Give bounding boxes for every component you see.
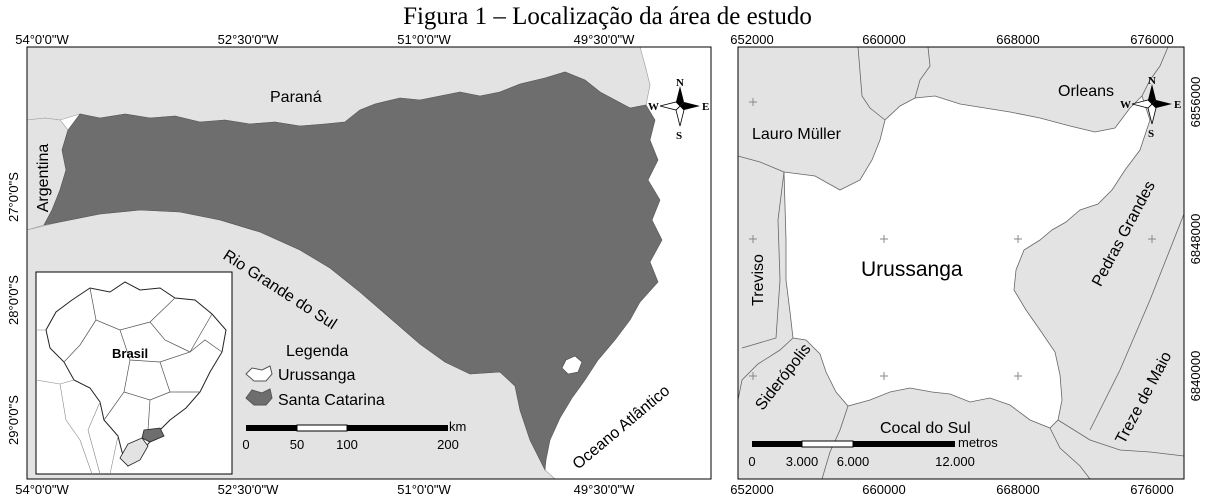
- legend-urussanga-swatch: [245, 365, 273, 382]
- right-northing-tick-1: 6856000: [1188, 77, 1203, 128]
- left-scale-bar: km 0 50 100 200: [242, 419, 466, 452]
- left-map: Paraná Argentina Rio Grande do Sul Ocean…: [6, 32, 712, 497]
- right-top-tick-1: 652000: [730, 32, 773, 47]
- legend-santa-catarina-swatch: [245, 388, 273, 406]
- left-top-tick-3: 51°0'0"W: [397, 32, 451, 47]
- right-bottom-tick-1: 652000: [730, 482, 773, 497]
- grid-cross: [1014, 235, 1022, 243]
- left-bottom-tick-4: 49°30'0"W: [574, 482, 635, 497]
- left-compass: N S W E: [648, 77, 709, 142]
- scale-unit: metros: [958, 435, 998, 450]
- label-argentina: Argentina: [35, 144, 52, 213]
- right-bottom-tick-3: 668000: [996, 482, 1039, 497]
- brazil-inset: Brasil: [35, 271, 233, 475]
- compass-e-letter: E: [702, 101, 709, 113]
- figure-title: Figura 1 – Localização da área de estudo: [403, 3, 812, 30]
- left-lat-tick-2: 28°0'0"S: [6, 275, 21, 325]
- scale-unit: km: [449, 419, 466, 434]
- grid-cross: [749, 98, 757, 106]
- grid-cross: [749, 235, 757, 243]
- left-top-tick-1: 54°0'0"W: [15, 32, 69, 47]
- inset-santa-catarina-highlight: [141, 427, 165, 443]
- scale-seg-2: [296, 424, 348, 432]
- compass-w-letter: W: [648, 101, 659, 113]
- left-top-tick-4: 49°30'0"W: [574, 32, 635, 47]
- left-bottom-tick-1: 54°0'0"W: [15, 482, 69, 497]
- compass-n-letter: N: [676, 77, 684, 89]
- right-northing-tick-3: 6840000: [1188, 351, 1203, 402]
- municipal-boundaries: [737, 46, 1185, 480]
- left-lat-tick-3: 29°0'0"S: [6, 395, 21, 445]
- grid-cross: [1014, 372, 1022, 380]
- compass-w-letter: W: [1120, 99, 1131, 111]
- label-parana: Paraná: [270, 89, 322, 106]
- right-map: Orleans Lauro Müller Urussanga Treviso P…: [730, 32, 1203, 497]
- label-orleans: Orleans: [1058, 83, 1114, 100]
- scale-label-3000: 3.000: [786, 454, 819, 469]
- inset-brasil-label: Brasil: [112, 346, 148, 361]
- grid-crosses: [749, 98, 1156, 380]
- scale-seg-2: [801, 440, 854, 448]
- right-top-tick-4: 676000: [1130, 32, 1173, 47]
- label-treviso: Treviso: [750, 254, 767, 306]
- label-lauro-muller: Lauro Müller: [752, 126, 842, 143]
- scale-label-200: 200: [437, 437, 459, 452]
- right-compass: N S W E: [1120, 75, 1181, 140]
- right-bottom-tick-2: 660000: [862, 482, 905, 497]
- compass-n-letter: N: [1148, 75, 1156, 87]
- grid-cross: [1148, 235, 1156, 243]
- left-top-tick-2: 52°30'0"W: [218, 32, 279, 47]
- scale-label-0: 0: [242, 437, 249, 452]
- right-bottom-tick-4: 676000: [1130, 482, 1173, 497]
- inset-south-america-west: [35, 329, 119, 475]
- compass-needle-e: [680, 102, 700, 110]
- grid-cross: [749, 372, 757, 380]
- right-map-frame: [737, 46, 1185, 480]
- left-map-frame: [26, 46, 712, 480]
- left-lat-tick-1: 27°0'0"S: [6, 172, 21, 222]
- urussanga-municipality: [783, 95, 1151, 429]
- urussanga-location: [561, 355, 583, 375]
- legend: Legenda Urussanga Santa Catarina: [245, 343, 385, 409]
- scale-label-12000: 12.000: [935, 454, 975, 469]
- label-cocal-do-sul: Cocal do Sul: [880, 420, 971, 437]
- compass-e-letter: E: [1174, 99, 1181, 111]
- legend-title: Legenda: [286, 343, 348, 360]
- scale-label-100: 100: [336, 437, 358, 452]
- scale-seg-3: [853, 441, 955, 447]
- legend-item-santa-catarina: Santa Catarina: [278, 392, 385, 409]
- left-bottom-tick-2: 52°30'0"W: [218, 482, 279, 497]
- right-top-tick-2: 660000: [862, 32, 905, 47]
- grid-cross: [880, 235, 888, 243]
- scale-label-6000: 6.000: [837, 454, 870, 469]
- scale-label-50: 50: [290, 437, 304, 452]
- scale-label-0: 0: [748, 454, 755, 469]
- santa-catarina-state: [43, 71, 663, 472]
- scale-seg-3: [347, 425, 448, 431]
- legend-item-urussanga: Urussanga: [278, 367, 355, 384]
- compass-needle-n: [676, 86, 684, 106]
- compass-needle-n: [1148, 84, 1156, 104]
- left-bottom-tick-3: 51°0'0"W: [397, 482, 451, 497]
- right-top-tick-3: 668000: [996, 32, 1039, 47]
- right-northing-tick-2: 6848000: [1188, 214, 1203, 265]
- compass-s-letter: S: [676, 130, 682, 142]
- label-urussanga: Urussanga: [861, 258, 963, 281]
- scale-seg-1: [246, 425, 297, 431]
- scale-seg-1: [752, 441, 802, 447]
- compass-needle-e: [1152, 100, 1172, 108]
- grid-cross: [880, 372, 888, 380]
- compass-s-letter: S: [1148, 128, 1154, 140]
- right-scale-bar: metros 0 3.000 6.000 12.000: [748, 435, 998, 469]
